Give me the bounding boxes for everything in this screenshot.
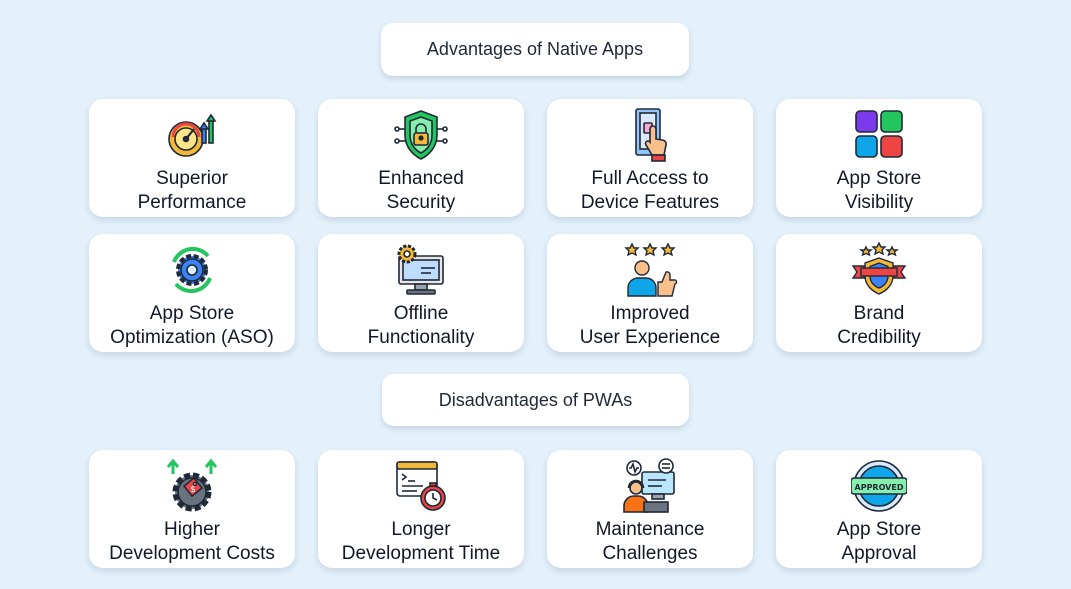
card-full-access-device-features: Full Access to Device Features xyxy=(547,99,753,217)
disadvantages-heading: Disadvantages of PWAs xyxy=(382,374,689,426)
disadvantages-heading-text: Disadvantages of PWAs xyxy=(438,389,633,410)
card-label: App Store Optimization (ASO) xyxy=(110,303,274,348)
card-maintenance-challenges: Maintenance Challenges xyxy=(547,450,753,568)
app-grid-icon xyxy=(851,107,907,163)
gear-cycle-icon xyxy=(164,242,220,298)
card-label: Offline Functionality xyxy=(367,303,475,348)
card-label: Higher Development Costs xyxy=(109,519,275,564)
card-improved-user-experience: Improved User Experience xyxy=(547,234,753,352)
approved-stamp-icon: APPROVED xyxy=(851,458,907,514)
gear-dollar-icon: $ xyxy=(164,458,220,514)
monitor-gear-icon xyxy=(393,242,449,298)
card-label: Longer Development Time xyxy=(341,519,501,564)
speedometer-gear-icon xyxy=(164,107,220,163)
svg-text:$: $ xyxy=(190,485,196,495)
card-label: Brand Credibility xyxy=(837,303,921,348)
card-longer-development-time: Longer Development Time xyxy=(318,450,524,568)
user-thumbs-up-icon xyxy=(622,242,678,298)
advantages-heading: Advantages of Native Apps xyxy=(381,23,689,76)
card-label: Superior Performance xyxy=(137,168,247,213)
card-label: Maintenance Challenges xyxy=(595,519,705,564)
code-window-clock-icon xyxy=(393,458,449,514)
card-app-store-optimization: App Store Optimization (ASO) xyxy=(89,234,295,352)
approved-stamp-text: APPROVED xyxy=(855,483,904,492)
card-brand-credibility: Brand Credibility xyxy=(776,234,982,352)
card-higher-development-costs: $ Higher Development Costs xyxy=(89,450,295,568)
card-app-store-visibility: App Store Visibility xyxy=(776,99,982,217)
card-offline-functionality: Offline Functionality xyxy=(318,234,524,352)
card-label: App Store Visibility xyxy=(836,168,922,213)
advantages-heading-text: Advantages of Native Apps xyxy=(426,39,644,59)
shield-lock-icon xyxy=(393,107,449,163)
card-superior-performance: Superior Performance xyxy=(89,99,295,217)
card-enhanced-security: Enhanced Security xyxy=(318,99,524,217)
card-label: Enhanced Security xyxy=(378,168,464,213)
card-app-store-approval: APPROVED App Store Approval xyxy=(776,450,982,568)
developer-screen-icon xyxy=(622,458,678,514)
phone-touch-icon xyxy=(622,107,678,163)
badge-stars-icon xyxy=(851,242,907,298)
card-label: Full Access to Device Features xyxy=(580,168,720,213)
card-label: App Store Approval xyxy=(836,519,922,564)
card-label: Improved User Experience xyxy=(579,303,721,348)
